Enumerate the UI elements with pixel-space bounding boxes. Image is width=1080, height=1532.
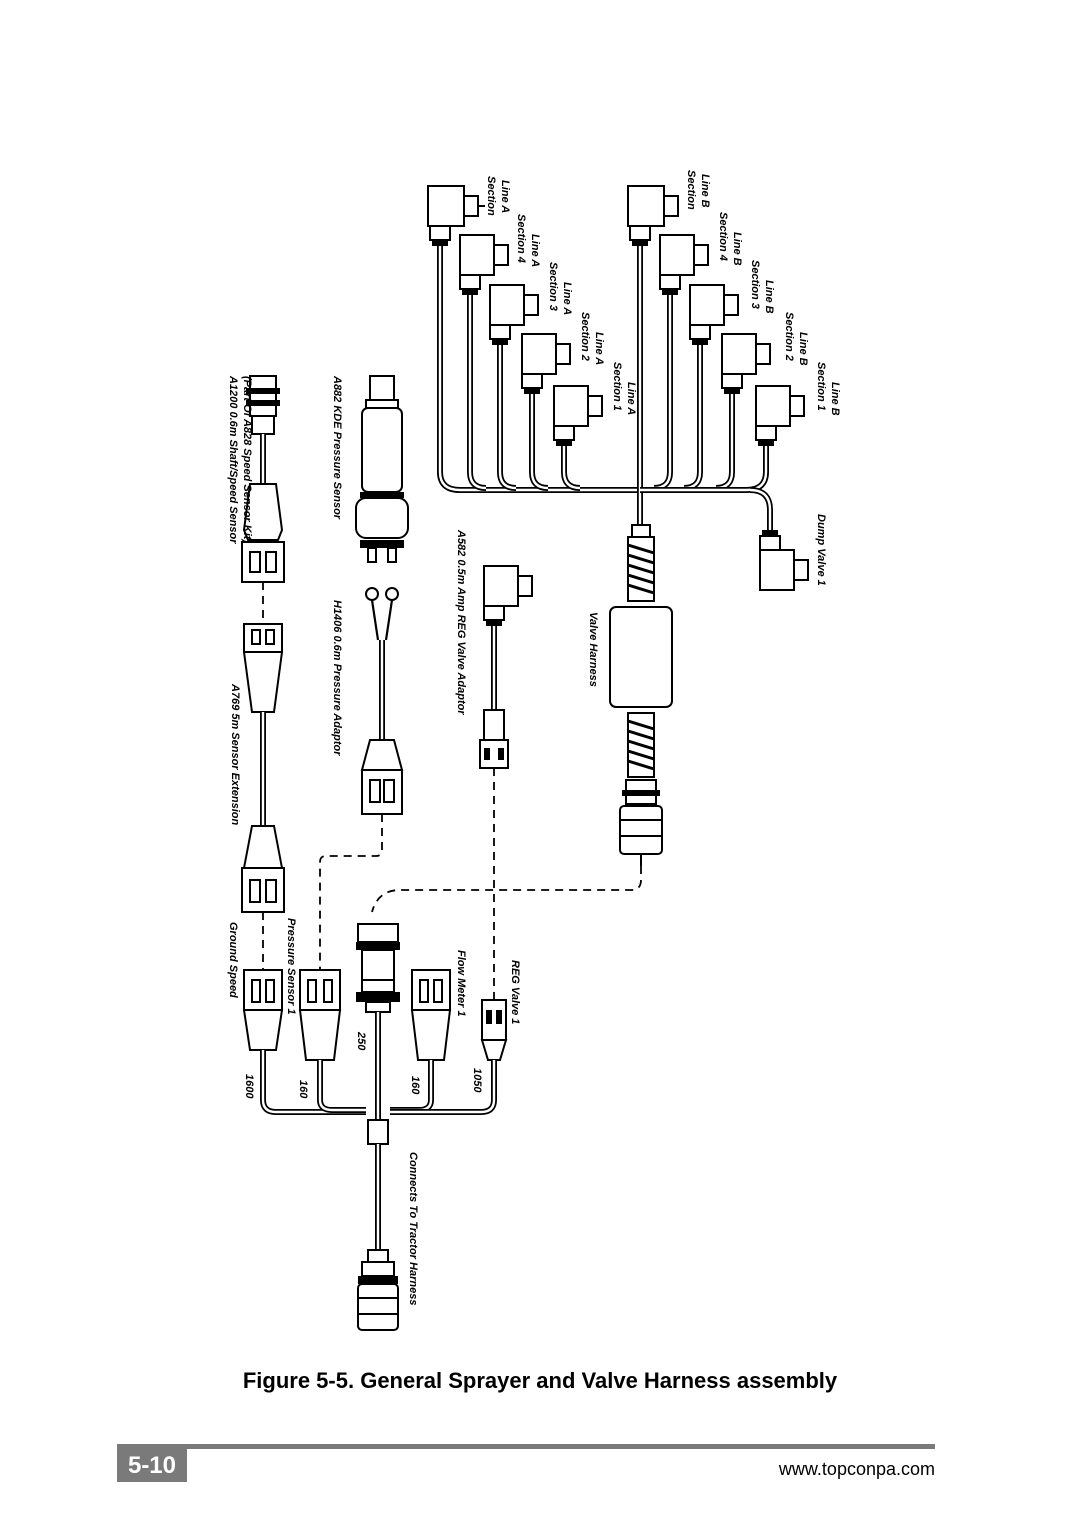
valve-harness-body [609,524,673,866]
label-section-3-line-a: Section 4 Line A [515,214,541,267]
pressure-sensor [355,375,409,563]
label-section-3-line-a-2: Line A [529,234,541,267]
valve-harness-link [371,866,642,913]
footer-rule [117,1444,935,1449]
label-valve-harness: Valve Harness [587,612,599,687]
pressure-adaptor [360,587,404,815]
dump-valve [759,530,809,591]
label-section-5-line-b-1: Section [685,170,697,210]
label-section-4-line-a-2: Line A [499,180,511,213]
ground-speed-connector [242,969,284,1051]
valve-section-4-line-b [659,234,709,295]
label-section-1-line-b-1: Section 1 [815,362,827,411]
label-reg-valve-1: REG Valve 1 [509,960,521,1024]
label-section-2-line-b: Section 2 Line B [783,312,809,366]
tractor-harness-branches [260,1012,497,1120]
label-speed-sensor-1: A1200 0.6m Shaft/Speed Sensor [227,375,239,544]
valve-section-1-line-b [755,385,805,446]
label-section-3-line-b-1: Section 3 [749,260,761,309]
valve-section-1b-line-a [521,333,571,394]
valve-section-1-line-a [553,385,603,446]
page-number: 5-10 [117,1449,187,1482]
label-section-3-line-a-1: Section 4 [515,214,527,263]
label-wire-160a: 160 [297,1080,309,1099]
label-section-4-line-a-1: Section [485,176,497,216]
reg-valve-1-connector [480,999,508,1061]
label-section-2-line-a: Section 3 Line A [547,262,573,315]
label-section-2-line-a-1: Section 3 [547,262,559,311]
label-pressure-adaptor: H1406 0.6m Pressure Adaptor [331,600,343,756]
valve-harness-receptacle [356,923,400,1013]
label-section-5-line-b-2: Line B [699,174,711,208]
label-section-5-line-b: Section Line B [685,170,711,210]
label-section-1-line-b-2: Line B [829,382,841,416]
figure-caption: Figure 5-5. General Sprayer and Valve Ha… [242,1368,838,1393]
label-flow-meter-1: Flow Meter 1 [455,950,467,1017]
pressure-sensor-1-connector [298,969,342,1061]
website-link[interactable]: www.topconpa.com [778,1459,935,1479]
valve-section-4-line-a [427,185,485,246]
valve-section-3-line-a [459,234,509,295]
label-wire-160b: 160 [409,1076,421,1095]
label-section-1b-line-a: Section 2 Line A [579,312,605,365]
label-section-2-line-b-2: Line B [797,332,809,366]
label-dump-valve: Dump Valve 1 [815,514,827,586]
label-wire-250: 250 [355,1031,367,1051]
label-connects-to-tractor: Connects To Tractor Harness [407,1152,419,1305]
label-section-1b-line-a-1: Section 2 [579,312,591,361]
tractor-harness-connector [357,1119,399,1331]
label-section-3-line-b-2: Line B [763,280,775,314]
pressure-adaptor-link [319,814,383,970]
sensor-extension [241,623,285,913]
speed-sensor [241,375,285,583]
label-section-4-line-b-1: Section 4 [717,212,729,261]
label-section-2-line-b-1: Section 2 [783,312,795,361]
label-section-1b-line-a-2: Line A [593,332,605,365]
label-section-1-line-a: Section 1 Line A [611,362,637,415]
valve-harness-wires [437,246,773,530]
label-section-1-line-a-2: Line A [625,382,637,415]
valve-section-3-line-b [689,284,739,345]
reg-valve-adaptor [479,565,533,769]
label-section-1-line-b: Section 1 Line B [815,362,841,416]
label-wire-1050: 1050 [471,1068,483,1093]
label-sensor-extension: A769 5m Sensor Extension [229,683,241,826]
label-section-2-line-a-2: Line A [561,282,573,315]
label-section-4-line-b: Section 4 Line B [717,212,743,266]
label-speed-sensor-2: (Part Of A828 Speed Sensor Kit) [241,376,253,543]
label-pressure-sensor-1: Pressure Sensor 1 [285,918,297,1015]
label-section-4-line-a: Section Line A [485,176,511,216]
label-section-3-line-b: Section 3 Line B [749,260,775,314]
label-wire-1600: 1600 [243,1074,255,1099]
label-section-4-line-b-2: Line B [731,232,743,266]
label-pressure-sensor: A882 KDE Pressure Sensor [331,375,343,520]
label-speed-sensor: A1200 0.6m Shaft/Speed Sensor (Part Of A… [227,375,253,544]
harness-diagram: Section Line A Section 4 Line A Section … [227,170,841,1331]
valve-section-2-line-a [489,284,539,345]
label-section-1-line-a-1: Section 1 [611,362,623,411]
valve-section-2-line-b [721,333,771,394]
label-reg-valve-adaptor: A582 0.5m Amp REG Valve Adaptor [455,529,467,715]
flow-meter-1-connector [410,969,452,1061]
label-ground-speed: Ground Speed [227,922,239,998]
valve-section-5-line-b [627,185,679,246]
